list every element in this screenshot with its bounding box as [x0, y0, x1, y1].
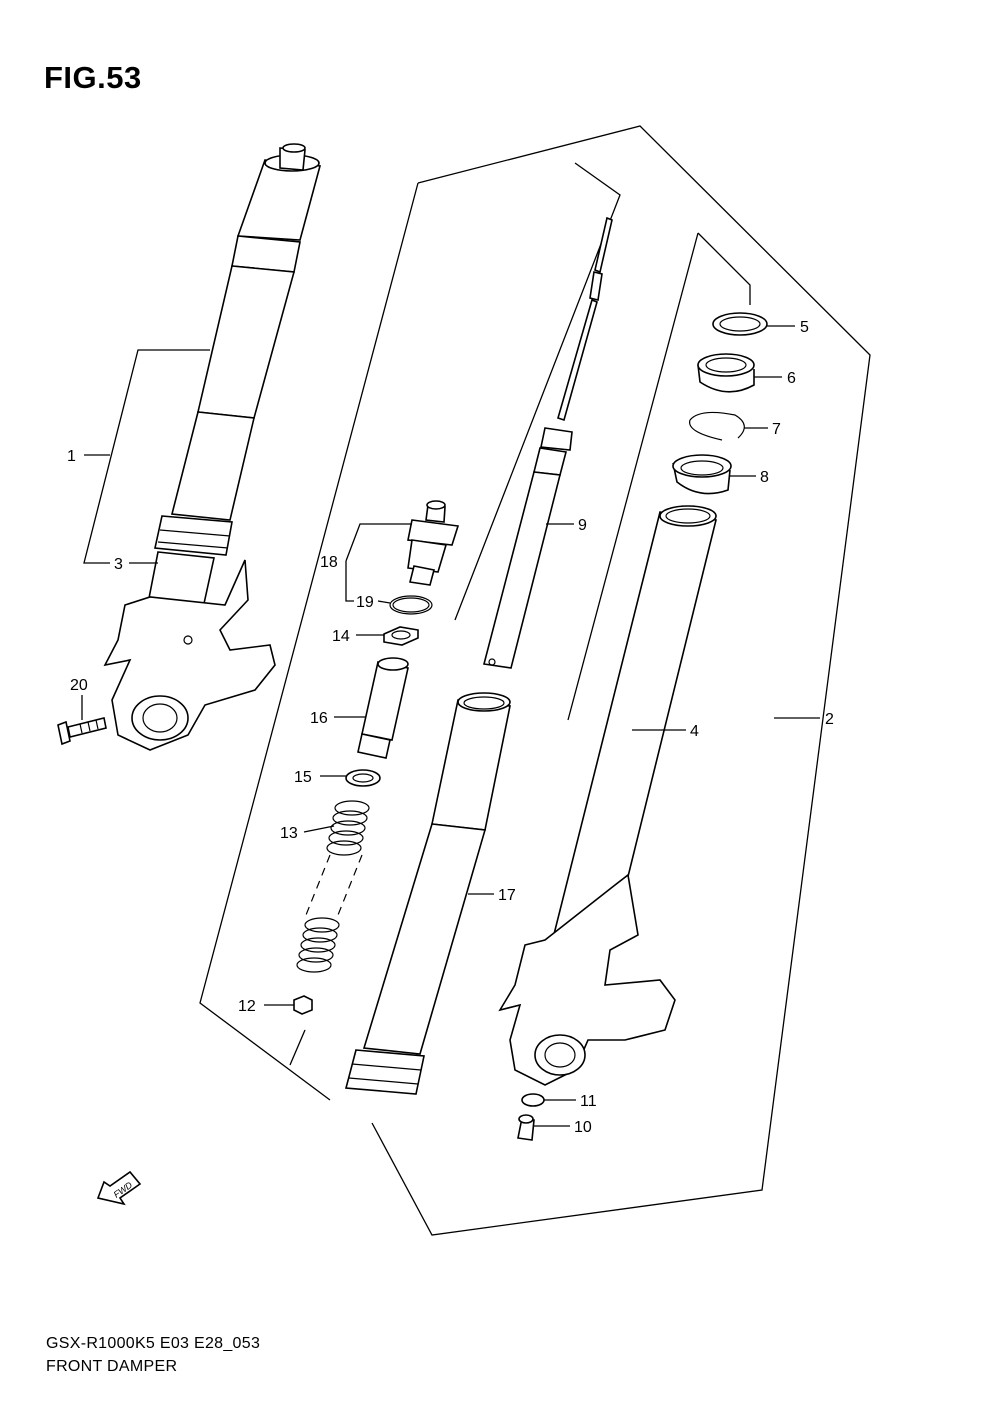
inner-group-frame-lower [289, 1029, 306, 1066]
callout-6: 6 [787, 370, 796, 387]
part-11-washer [521, 1093, 545, 1107]
right-group-frame [697, 232, 751, 305]
leader-13 [303, 825, 335, 833]
right-axle-bracket [498, 873, 676, 1086]
callout-9: 9 [578, 517, 587, 534]
part-16-piston [357, 657, 409, 759]
part-7-clip [689, 411, 745, 441]
callout-1: 1 [67, 448, 76, 465]
part-15-washer [345, 769, 381, 787]
footer-caption: GSX-R1000K5 E03 E28_053 FRONT DAMPER [46, 1332, 260, 1378]
callout-11: 11 [580, 1093, 597, 1110]
callout-5: 5 [800, 319, 809, 336]
callout-3: 3 [114, 556, 123, 573]
callout-10: 10 [574, 1119, 592, 1136]
part-5-ring [712, 312, 768, 336]
fwd-arrow: FWD [96, 1170, 142, 1206]
part-10-bolt [517, 1114, 535, 1141]
callout-7: 7 [772, 421, 781, 438]
part-9-damper-rod [483, 216, 613, 669]
outer-group-frame-left [199, 182, 419, 1101]
part-18-adjuster [407, 500, 460, 586]
part-14-washer [383, 626, 419, 646]
part-13-spring [296, 800, 370, 973]
inner-group-frame [454, 162, 621, 621]
assembly-bracket-1-3 [83, 349, 210, 564]
callout-8: 8 [760, 469, 769, 486]
part-19-o-ring [389, 595, 433, 615]
callout-13: 13 [280, 825, 298, 842]
callout-16: 16 [310, 710, 328, 727]
part-6-bushing [697, 353, 755, 393]
outer-group-frame [371, 125, 871, 1236]
callout-17: 17 [498, 887, 516, 904]
figure-title: FIG.53 [44, 60, 142, 95]
leader-19 [377, 600, 391, 604]
right-group-frame-lower [567, 232, 699, 721]
callout-18: 18 [320, 554, 338, 571]
leader-18 [345, 523, 412, 562]
callout-2: 2 [825, 711, 834, 728]
callout-15: 15 [294, 769, 312, 786]
callout-12: 12 [238, 998, 256, 1015]
section-name: FRONT DAMPER [46, 1358, 178, 1375]
part-12-nut [293, 995, 313, 1015]
assembled-front-fork [103, 143, 322, 751]
model-code: GSX-R1000K5 E03 E28_053 [46, 1335, 261, 1352]
part-17-outer-tube [344, 692, 511, 1095]
part-20-bolt [57, 717, 107, 746]
callout-20: 20 [70, 677, 88, 694]
part-8-oil-seal [672, 454, 732, 495]
callout-4: 4 [690, 723, 699, 740]
leader-18b [345, 561, 354, 602]
callout-19: 19 [356, 594, 374, 611]
callout-14: 14 [332, 628, 350, 645]
